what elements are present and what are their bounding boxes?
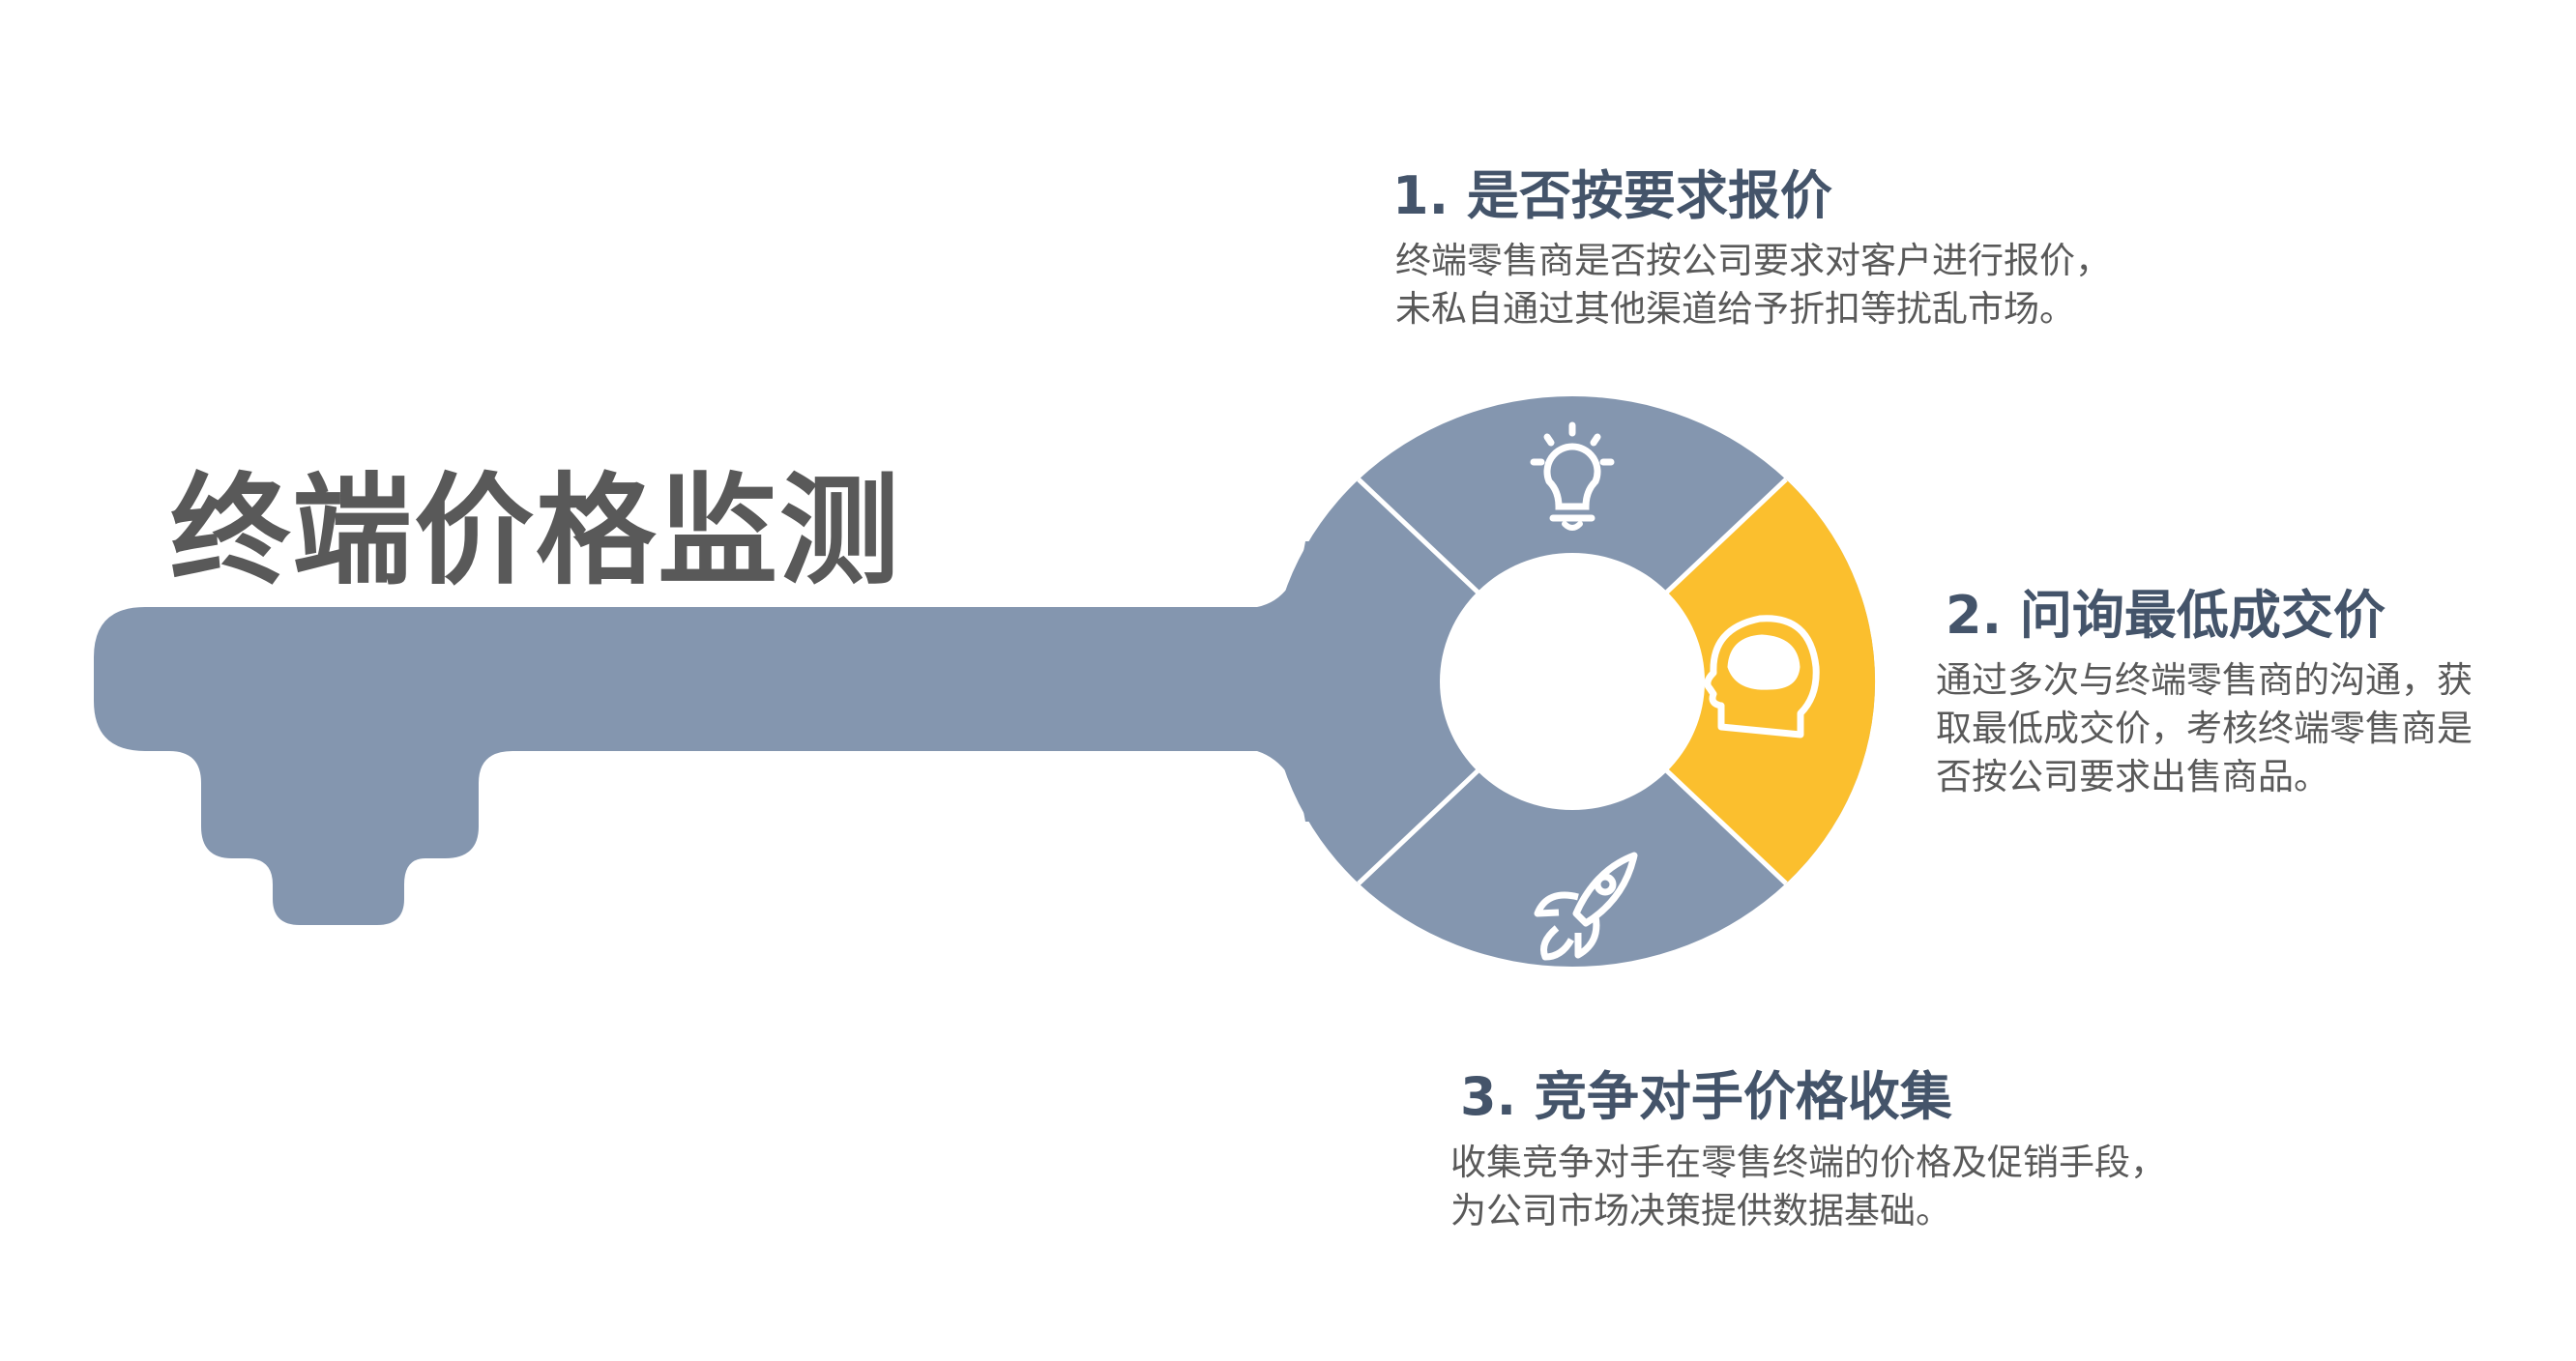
item-1-line-2: 未私自通过其他渠道给予折扣等扰乱市场。 [1395,288,2075,330]
item-3-heading: 3. 竞争对手价格收集 [1460,1066,1952,1127]
ring-hole [1440,553,1705,810]
item-2-description: 通过多次与终端零售商的沟通，获 取最低成交价，考核终端零售商是 否按公司要求出售… [1936,656,2473,801]
item-1-description: 终端零售商是否按公司要求对客户进行报价， 未私自通过其他渠道给予折扣等扰乱市场。 [1395,237,2111,333]
item-3-line-1: 收集竞争对手在零售终端的价格及促销手段， [1450,1142,2166,1183]
key-shaft [94,541,1325,925]
item-3-line-2: 为公司市场决策提供数据基础。 [1450,1190,1951,1231]
item-2-heading: 2. 问询最低成交价 [1946,585,2386,646]
item-2-line-1: 通过多次与终端零售商的沟通，获 [1936,659,2473,701]
slide-title: 终端价格监测 [170,462,902,601]
rocket-icon [1534,852,1638,961]
item-3-description: 收集竞争对手在零售终端的价格及促销手段， 为公司市场决策提供数据基础。 [1450,1139,2166,1235]
lightbulb-icon [1530,421,1615,531]
item-2-line-2: 取最低成交价，考核终端零售商是 [1936,708,2473,749]
brain-head-icon [1704,615,1820,738]
ring-segment-highlight [1572,479,1876,883]
item-1-line-1: 终端零售商是否按公司要求对客户进行报价， [1395,240,2111,281]
item-1-heading: 1. 是否按要求报价 [1392,165,1832,226]
item-2-line-3: 否按公司要求出售商品。 [1936,756,2329,797]
